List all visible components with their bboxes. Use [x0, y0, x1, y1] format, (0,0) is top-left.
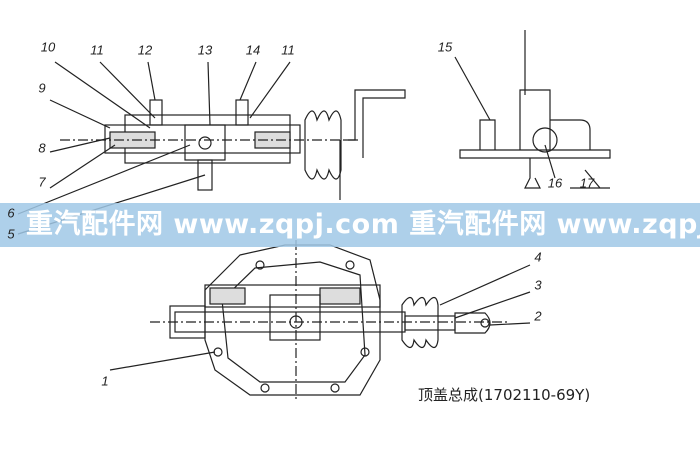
- bottom-assembly-view: [109, 240, 531, 400]
- part-label: 12: [137, 42, 153, 58]
- part-label: 11: [281, 42, 295, 58]
- part-label: 15: [437, 39, 453, 55]
- part-label: 1: [101, 373, 109, 389]
- part-label: 4: [534, 249, 542, 265]
- part-label: 6: [7, 205, 15, 221]
- part-label: 17: [579, 175, 595, 191]
- part-label: 8: [38, 140, 46, 156]
- side-view: [454, 30, 611, 189]
- part-label: 16: [547, 175, 563, 191]
- watermark-band: [0, 203, 700, 247]
- part-label: 7: [38, 174, 46, 190]
- part-label: 3: [534, 277, 542, 293]
- watermark-text: 重汽配件网 www.zqpj.com 重汽配件网 www.zqpj.com 重: [26, 209, 700, 240]
- part-label: 5: [7, 226, 15, 242]
- part-label: 13: [197, 42, 213, 58]
- top-assembly-view: [17, 61, 406, 235]
- part-label: 11: [90, 42, 104, 58]
- part-label: 14: [245, 42, 261, 58]
- part-label: 2: [534, 308, 542, 324]
- drawing-caption: 顶盖总成(1702110-69Y): [418, 386, 591, 404]
- part-label: 10: [40, 39, 56, 55]
- part-label: 9: [38, 80, 46, 96]
